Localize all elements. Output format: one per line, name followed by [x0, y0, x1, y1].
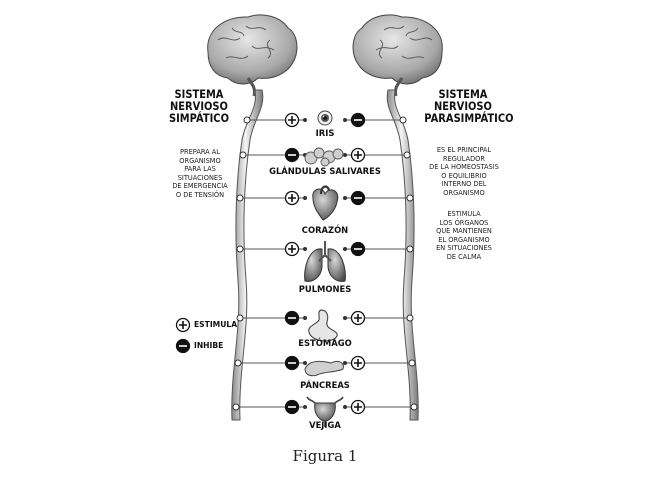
- organ-label: ESTÓMAGO: [298, 338, 352, 348]
- organ-row-4: [236, 241, 414, 282]
- inhibit-sign-icon: [350, 241, 366, 257]
- left-brain-icon: [207, 14, 298, 97]
- left-end-dot: [303, 196, 307, 200]
- parasympathetic-title: SISTEMA NERVIOSO PARASIMPÁTICO: [424, 87, 514, 125]
- organ-label: PÁNCREAS: [300, 380, 350, 390]
- right-end-dot: [343, 118, 347, 122]
- left-end-dot: [303, 316, 307, 320]
- organ-row-7: [232, 396, 418, 427]
- right-end-dot: [343, 196, 347, 200]
- left-end-dot: [303, 405, 307, 409]
- lungs-icon: [304, 241, 346, 282]
- legend-stimulate-symbol-icon: [175, 317, 191, 333]
- parasympathetic-description-calm: ESTIMULA LOS ÓRGANOS QUE MANTIENEN EL OR…: [436, 209, 492, 261]
- stimulate-sign-icon: [350, 147, 366, 163]
- left-node-dot: [236, 245, 244, 253]
- inhibit-sign-icon: [284, 399, 300, 415]
- right-brain-icon: [352, 14, 443, 97]
- legend-stimulate: ESTIMULA: [194, 320, 237, 329]
- stomach-icon: [308, 309, 338, 342]
- legend-stimulate-label: ESTIMULA: [194, 320, 238, 329]
- right-end-dot: [343, 153, 347, 157]
- bladder-icon: [306, 396, 344, 427]
- salivary-glands-icon: [304, 147, 344, 167]
- left-node-dot: [232, 403, 240, 411]
- right-end-dot: [343, 361, 347, 365]
- stimulate-sign-icon: [350, 399, 366, 415]
- heart-icon: [312, 185, 339, 221]
- stimulate-sign-icon: [284, 190, 300, 206]
- inhibit-sign-icon: [350, 112, 366, 128]
- right-node-dot: [410, 403, 418, 411]
- right-node-dot: [399, 116, 407, 124]
- organ-row-2: [239, 147, 411, 167]
- right-end-dot: [343, 247, 347, 251]
- inhibit-sign-icon: [284, 310, 300, 326]
- organ-label: PULMONES: [298, 284, 352, 294]
- right-node-dot: [406, 194, 414, 202]
- inhibit-sign-icon: [284, 147, 300, 163]
- stimulate-sign-icon: [284, 112, 300, 128]
- left-node-dot: [234, 359, 242, 367]
- right-end-dot: [343, 316, 347, 320]
- pancreas-icon: [304, 360, 344, 377]
- right-node-dot: [403, 151, 411, 159]
- left-node-dot: [236, 194, 244, 202]
- stimulate-sign-icon: [284, 241, 300, 257]
- sympathetic-title: SISTEMA NERVIOSO SIMPÁTICO: [169, 87, 229, 125]
- legend-inhibit-label: INHIBE: [194, 341, 224, 350]
- legend-inhibit-symbol-icon: [175, 338, 191, 354]
- sympathetic-description: PREPARA AL ORGANISMO PARA LAS SITUACIONE…: [172, 147, 228, 199]
- inhibit-sign-icon: [284, 355, 300, 371]
- organ-label: IRIS: [315, 128, 335, 138]
- organ-row-1: [243, 110, 407, 128]
- left-node-dot: [243, 116, 251, 124]
- left-node-dot: [239, 151, 247, 159]
- legend-inhibit: INHIBE: [194, 341, 223, 350]
- left-spinal-cord: [231, 89, 264, 421]
- figure-caption: Figura 1: [292, 447, 358, 465]
- left-node-dot: [236, 314, 244, 322]
- right-node-dot: [406, 245, 414, 253]
- left-end-dot: [303, 118, 307, 122]
- parasympathetic-description-homeostasis: ES EL PRINCIPAL REGULADOR DE LA HOMEOSTA…: [429, 145, 499, 197]
- organ-label: GLÁNDULAS SALIVARES: [269, 166, 381, 176]
- stimulate-sign-icon: [350, 355, 366, 371]
- organ-label: VEJIGA: [309, 420, 341, 430]
- organ-row-5: [236, 309, 414, 342]
- right-end-dot: [343, 405, 347, 409]
- stimulate-sign-icon: [350, 310, 366, 326]
- right-node-dot: [406, 314, 414, 322]
- right-node-dot: [408, 359, 416, 367]
- organ-row-3: [236, 185, 414, 221]
- eye-icon: [317, 110, 333, 126]
- organ-row-6: [234, 355, 416, 377]
- inhibit-sign-icon: [350, 190, 366, 206]
- organ-label: CORAZÓN: [301, 225, 349, 235]
- right-spinal-cord: [386, 89, 419, 421]
- left-end-dot: [303, 361, 307, 365]
- left-end-dot: [303, 247, 307, 251]
